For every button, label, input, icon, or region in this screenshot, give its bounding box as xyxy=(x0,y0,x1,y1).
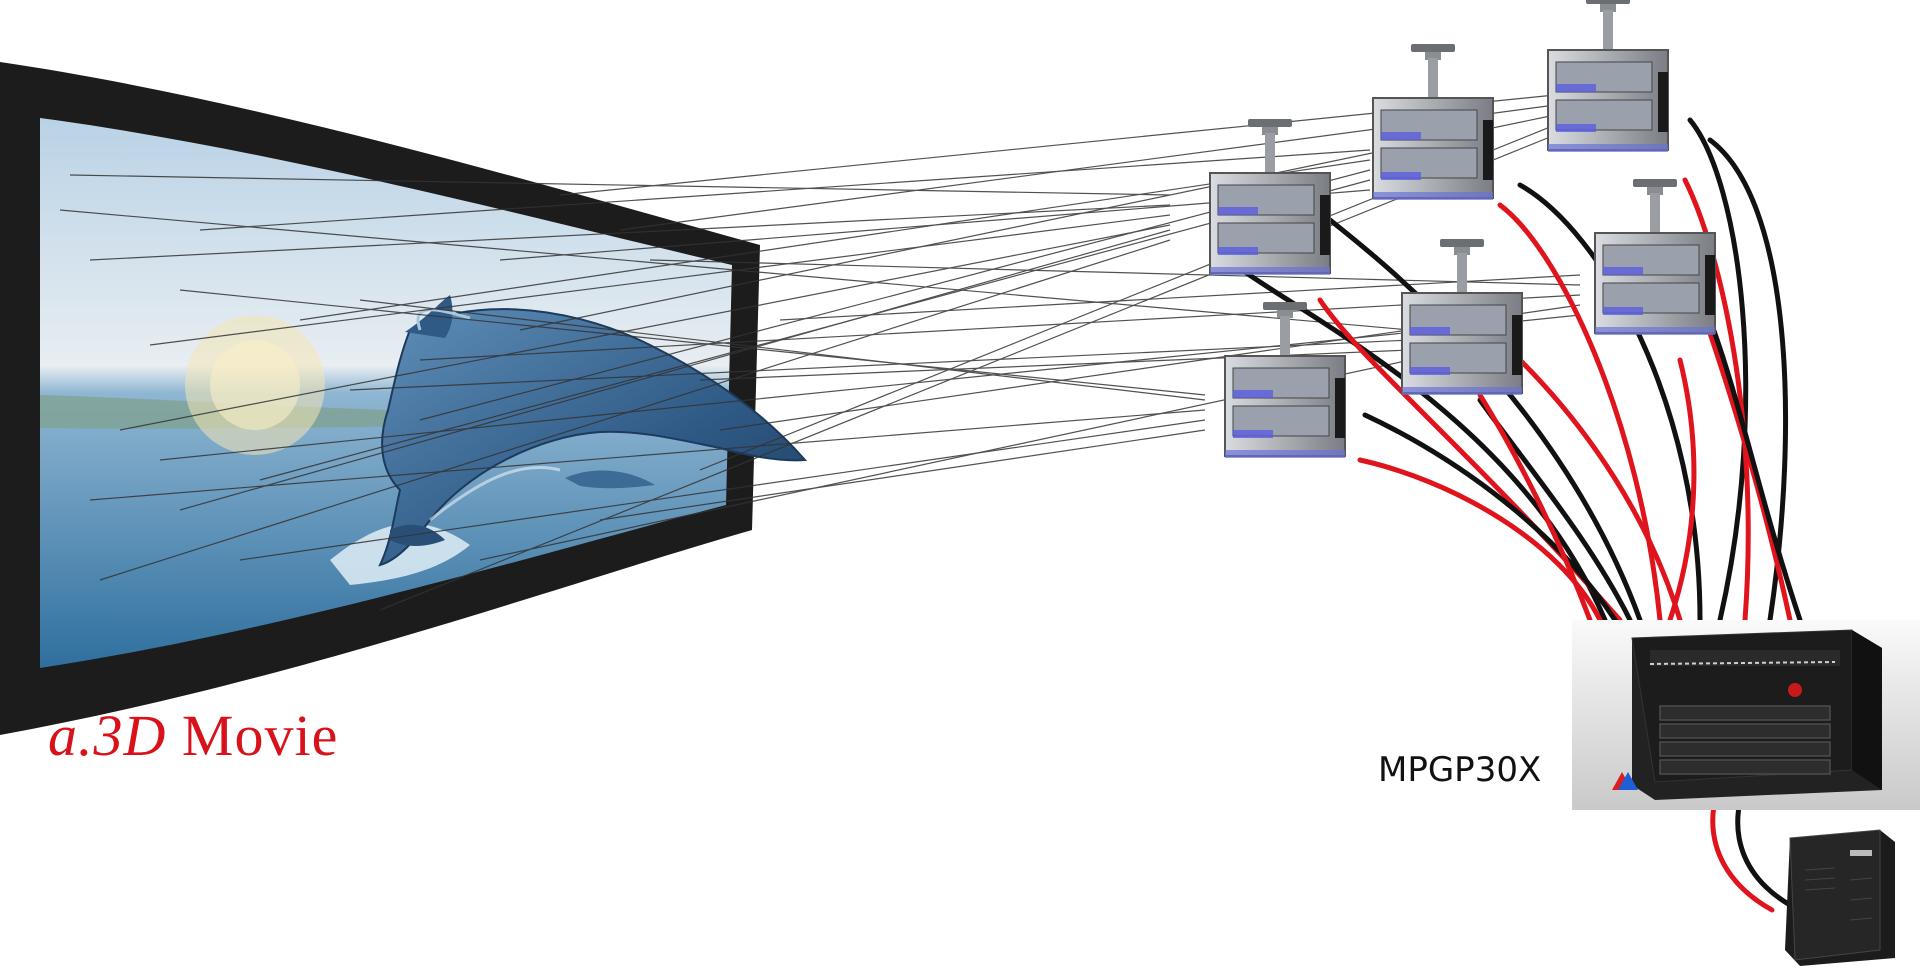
projector-1 xyxy=(1209,118,1331,276)
cables xyxy=(1232,117,1803,913)
processor-label: MPGP30X xyxy=(1378,750,1542,790)
projector-2 xyxy=(1372,43,1494,201)
caption-rest: Movie xyxy=(166,703,339,768)
projector-5 xyxy=(1401,238,1523,396)
projector-3 xyxy=(1547,0,1669,153)
processor-unit-icon xyxy=(1572,620,1920,810)
caption-3d-movie: a.3D Movie xyxy=(48,702,338,769)
server-tower-icon xyxy=(1785,829,1895,966)
caption-prefix: a.3D xyxy=(48,703,167,768)
